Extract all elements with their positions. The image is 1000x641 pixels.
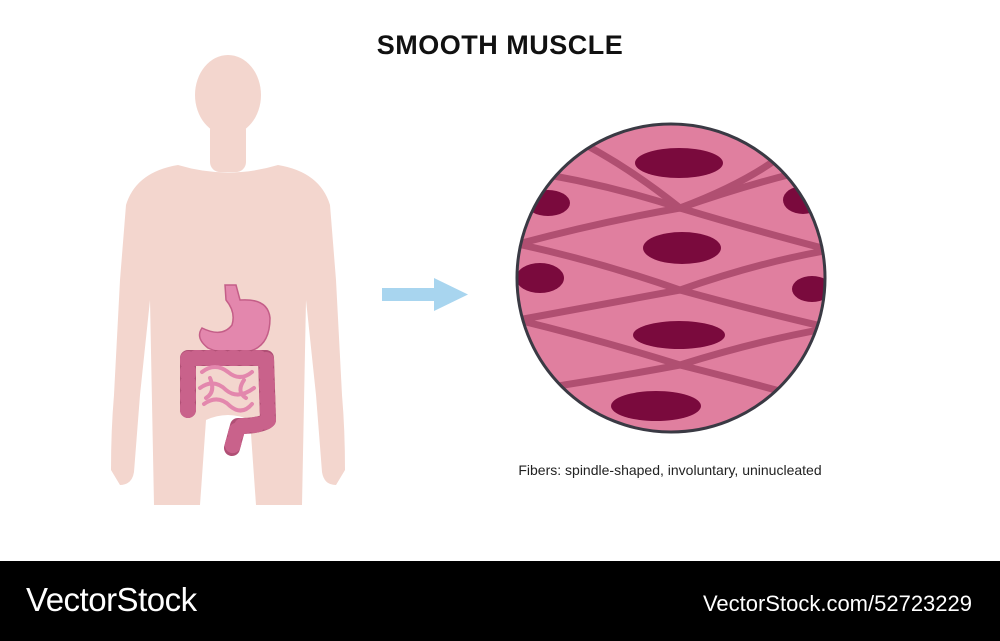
footer-bar: VectorStock VectorStock.com/52723229 [0,561,1000,641]
arrow-icon [382,278,468,311]
intestine-icon [180,350,276,456]
footer-image-id: VectorStock.com/52723229 [702,591,972,616]
illustration [111,55,827,505]
caption: Fibers: spindle-shaped, involuntary, uni… [518,462,822,478]
stomach-icon [198,284,271,354]
muscle-tissue-magnified [515,122,827,434]
nucleus [633,321,725,349]
nucleus [792,276,825,302]
footer-brand-logo[interactable]: VectorStock [26,581,197,618]
nucleus [517,263,564,293]
nucleus [635,148,723,178]
nucleus [611,391,701,421]
nucleus [643,232,721,264]
page-title: SMOOTH MUSCLE [376,30,624,60]
